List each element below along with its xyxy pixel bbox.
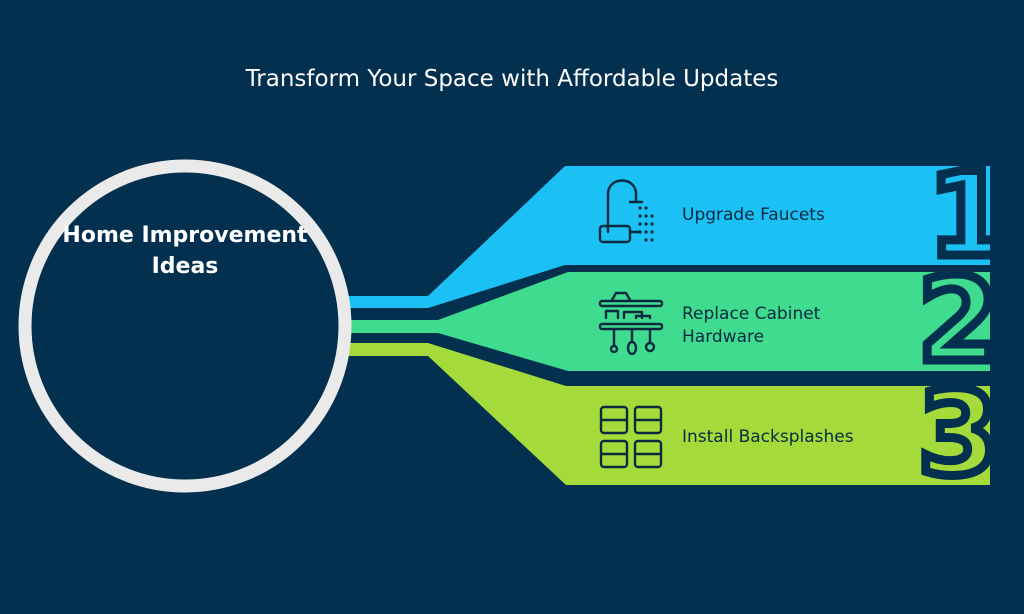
faucet-icon: [598, 179, 654, 244]
ribbon-1: [346, 166, 990, 308]
page-title: Transform Your Space with Affordable Upd…: [245, 66, 779, 92]
item-number-3: 3: [914, 367, 1004, 502]
item-number-1: 1: [924, 148, 1014, 283]
item-label-3: Install Backsplashes: [682, 427, 854, 447]
kitchen-shelf-icon: [598, 291, 664, 356]
hub-label: Home Improvement Ideas: [62, 223, 308, 279]
item-label-1: Upgrade Faucets: [682, 205, 825, 225]
ribbon-2: [346, 272, 990, 371]
hub-circle: [18, 159, 352, 493]
ribbon-3: [346, 343, 990, 485]
tile-grid-icon: [599, 405, 663, 469]
item-number-2: 2: [914, 253, 1004, 388]
item-label-2: Replace Cabinet Hardware: [682, 304, 821, 347]
